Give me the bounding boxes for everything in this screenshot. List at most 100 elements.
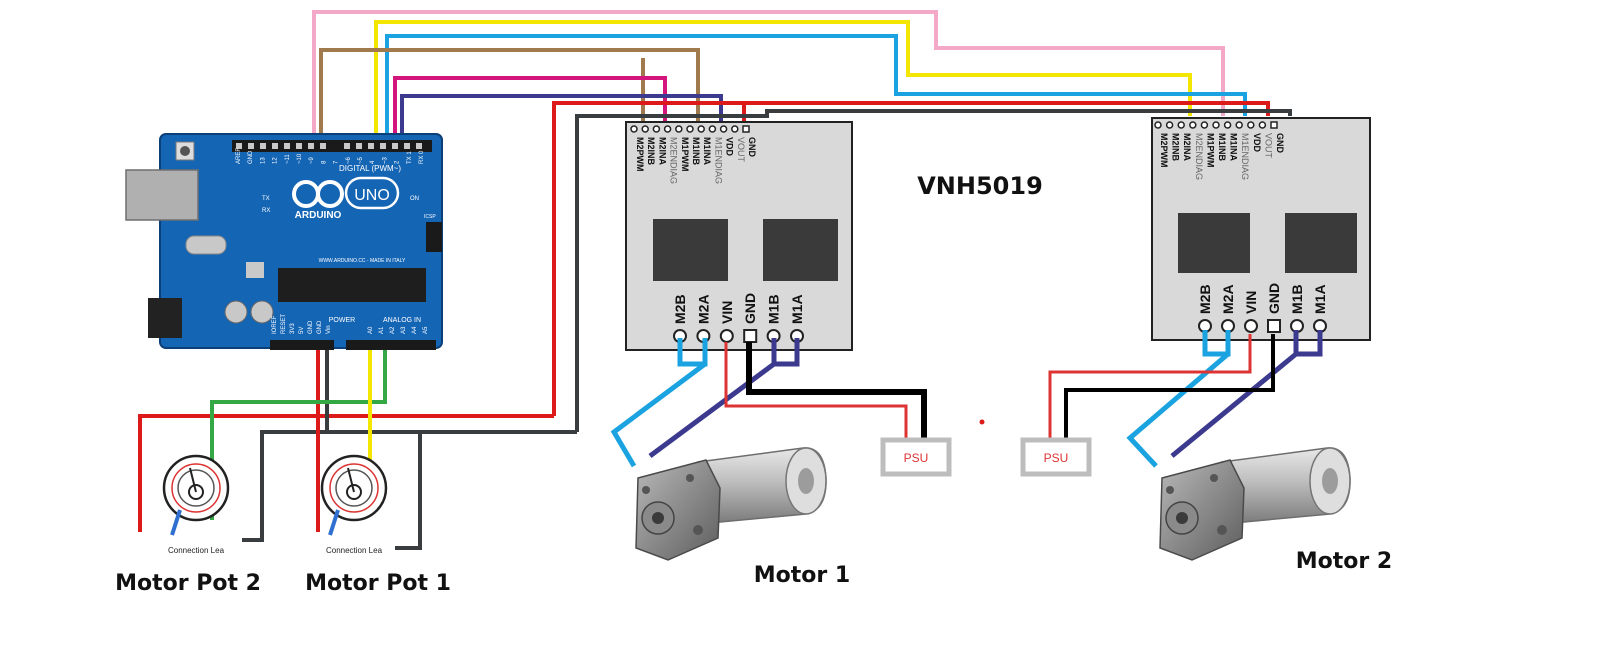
d2-wire-gnd-black [1064, 334, 1275, 440]
d2-wire-m2-cyan [1202, 330, 1231, 357]
d2-wire-vin-red [1048, 334, 1252, 440]
digital-pin-label-6: ~6 [346, 156, 352, 164]
driver1-pin-m1ina [697, 125, 705, 133]
power-pin-label-vin: Vin [326, 325, 332, 334]
driver2-pin-vdd [1247, 121, 1255, 129]
driver2-pin-m1ina [1223, 121, 1232, 129]
digital-pin-label-11: ~11 [285, 154, 291, 164]
driver1-pin-m1endiag [708, 125, 717, 133]
tx-label: TX [262, 196, 270, 202]
driver2-top-label-vout: VOUT [1263, 133, 1273, 159]
driver2-pin-m2pwm [1154, 121, 1162, 129]
driver1-bottom-label-vin: VIN [719, 301, 735, 324]
analog-pin-label-a3: A3 [401, 326, 407, 334]
motor-2-label: Motor 2 [1296, 549, 1392, 574]
driver1-pin-m2inb [641, 125, 649, 133]
analog-header-label: ANALOG IN [383, 317, 421, 324]
arduino-brand: ARDUINO [295, 210, 342, 221]
pot2-connection-label: Connection Lea [168, 546, 225, 555]
driver1-top-label-m2endiag: M2ENDIAG [669, 137, 679, 184]
wire-pink [312, 10, 1225, 140]
digital-pin-label-gnd: GND [248, 150, 254, 164]
driver1-pin-m1pwm [675, 125, 683, 133]
power-pin-label-gnd: GND [317, 320, 323, 334]
driver1-top-label-gnd: GND [747, 137, 757, 158]
d1-wire-m1-to-motor [648, 361, 776, 459]
pot1-connection-label: Connection Lea [326, 546, 383, 555]
usb-connector [125, 169, 199, 221]
driver1-top-label-m2inb: M2INB [646, 137, 656, 166]
driver2-pin-vin-terminal [1244, 319, 1258, 333]
digital-header-label: DIGITAL (PWM~) [339, 164, 401, 173]
power-pin-label-5v: 5V [299, 327, 305, 334]
wire-gray-main [575, 109, 1292, 432]
analog-pin-label-a2: A2 [390, 326, 396, 334]
analog-pin-label-a5: A5 [423, 326, 429, 334]
psu-2-label: PSU [1044, 451, 1069, 465]
motor-1-label: Motor 1 [754, 563, 850, 588]
driver1-pin-m1inb [686, 125, 694, 133]
driver2-bottom-label-gnd: GND [1266, 283, 1282, 314]
d2-wire-m1-to-motor [1170, 352, 1298, 458]
power-jack [148, 298, 182, 338]
stray-dot [979, 419, 985, 425]
digital-pin-label-13: 13 [260, 157, 266, 164]
analog-pin-label-a0: A0 [368, 326, 374, 334]
driver2-pin-m2endiag [1189, 121, 1197, 129]
wire-gray-pot1 [262, 430, 422, 550]
power-header-label: POWER [329, 317, 355, 324]
driver1-bottom-label-m2b: M2B [672, 294, 688, 324]
digital-pin-label-8: 8 [321, 160, 327, 164]
driver1-pin-vdd [719, 125, 728, 133]
driver2-top-label-m2endiag: M2ENDIAG [1194, 133, 1204, 180]
digital-pin-label-7: 7 [334, 160, 340, 164]
digital-pin-label-aref: AREF [236, 148, 242, 164]
driver1-top-label-vdd: VDD [725, 137, 735, 157]
arduino-logo [292, 180, 344, 208]
microcontroller-chip [278, 268, 426, 302]
driver2-pin-m2ina [1177, 121, 1185, 129]
driver2-top-label-m1ina: M1INA [1229, 133, 1239, 162]
driver2-pin-m1endiag [1235, 121, 1243, 129]
power-wires [610, 330, 1323, 468]
driver2-top-label-m2pwm: M2PWM [1159, 133, 1169, 168]
driver1-top-label-m2ina: M2INA [657, 137, 667, 166]
driver1-pin-m2endiag [663, 125, 672, 133]
psu-1: PSU [880, 437, 952, 477]
d1-wire-m2-cyan [677, 338, 708, 367]
analog-pin-label-a1: A1 [379, 326, 385, 334]
motor-pot-2: Connection Lea [162, 454, 230, 555]
driver2-top-label-m1pwm: M1PWM [1205, 133, 1215, 168]
wire-magenta [393, 76, 667, 140]
driver1-bottom-label-m2a: M2A [695, 294, 711, 324]
driver1-top-label-m1endiag: M1ENDIAG [713, 137, 723, 184]
driver1-pin-m2ina [652, 125, 661, 133]
arduino-website: WWW.ARDUINO.CC - MADE IN ITALY [319, 258, 406, 264]
d2-wire-m2-to-motor [1126, 352, 1230, 468]
digital-pin-label-3: ~3 [382, 156, 388, 164]
driver2-bottom-label-m1b: M1B [1289, 284, 1305, 314]
power-pin-label-3v3: 3V3 [290, 323, 296, 334]
psu-1-label: PSU [904, 451, 929, 465]
digital-pin-label-rx-0: RX 0 [419, 150, 425, 164]
digital-pin-label-9: ~9 [309, 156, 315, 164]
driver2-pin-gnd-terminal [1267, 319, 1281, 333]
driver2-chip-left [1178, 213, 1250, 273]
driver2-bottom-label-m2a: M2A [1220, 284, 1236, 314]
driver2-bottom-label-m1a: M1A [1312, 284, 1328, 314]
power-pin-label-gnd: GND [308, 320, 314, 334]
power-pin-label-ioref: IOREF [272, 315, 278, 334]
driver1-top-label-m1pwm: M1PWM [680, 137, 690, 172]
arduino-model: UNO [354, 187, 390, 204]
driver2-pin-m1inb [1212, 121, 1220, 129]
driver2-bottom-label-vin: VIN [1243, 291, 1259, 314]
driver2-top-label-m1endiag: M1ENDIAG [1240, 133, 1250, 180]
driver2-top-label-gnd: GND [1275, 133, 1285, 154]
motor-pot-1-label: Motor Pot 1 [305, 571, 451, 596]
